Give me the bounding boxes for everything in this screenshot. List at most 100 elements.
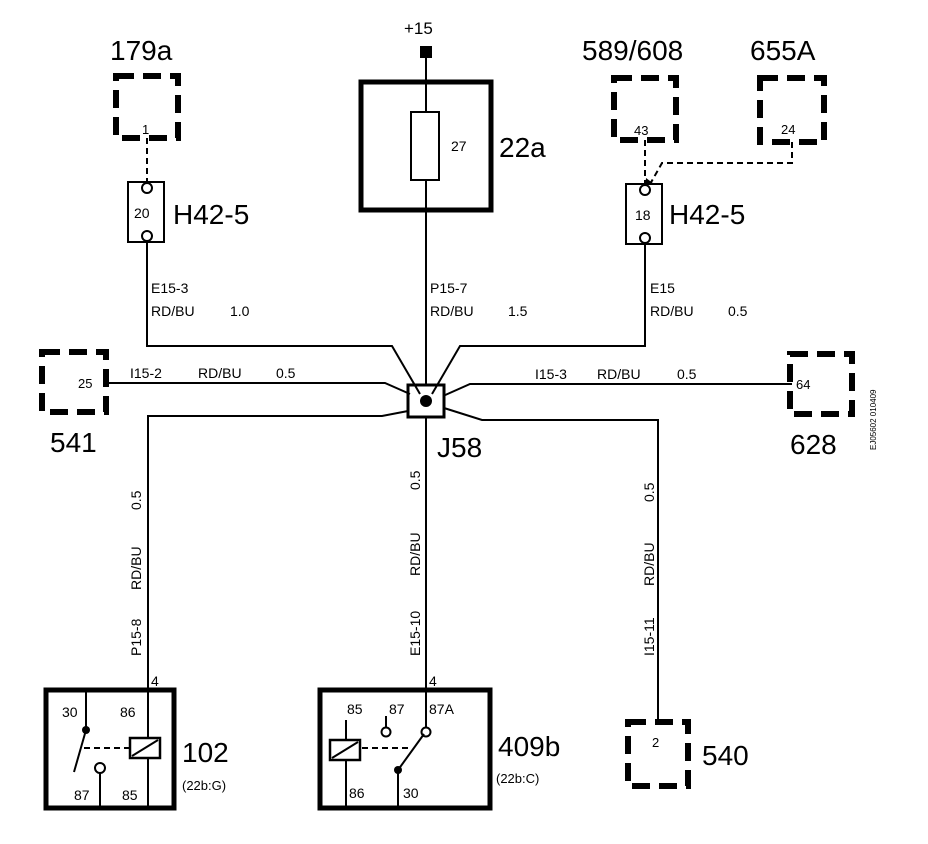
connector-179a: 179a 1 bbox=[110, 35, 181, 182]
wire-e15-3-code: E15-3 bbox=[151, 280, 189, 296]
connector-628-pin: 64 bbox=[796, 377, 810, 392]
wire-i15-11-color: RD/BU bbox=[641, 542, 657, 586]
wire-i15-2-line bbox=[104, 382, 411, 395]
wire-i15-11-line bbox=[443, 407, 659, 722]
connector-179a-box bbox=[113, 73, 181, 141]
relay-409b-name: 409b bbox=[498, 731, 560, 762]
junction-j58: J58 bbox=[406, 383, 482, 463]
relay-102-pin-87: 87 bbox=[74, 787, 90, 803]
relay-409b-switch-arm bbox=[397, 733, 425, 771]
wire-i15-2-color: RD/BU bbox=[198, 365, 242, 381]
fuse-name: 22a bbox=[499, 132, 546, 163]
relay-102-location: (22b:G) bbox=[182, 778, 226, 793]
connector-540-name: 540 bbox=[702, 740, 749, 771]
connector-h42-5-left-pin-bottom bbox=[141, 230, 153, 242]
connector-628: 64 628 bbox=[787, 351, 855, 460]
connector-541: 25 541 bbox=[39, 349, 109, 458]
relay-102: 4 30 86 87 85 102 (22b:G) bbox=[43, 673, 229, 811]
supply-terminal-marker bbox=[420, 46, 432, 58]
wire-p15-8-color: RD/BU bbox=[128, 546, 144, 590]
wire-p15-8: P15-8 RD/BU 0.5 bbox=[128, 410, 409, 690]
relay-409b-pin-87a: 87A bbox=[429, 701, 455, 717]
connector-540-box bbox=[625, 719, 691, 789]
wire-p15-7: P15-7 RD/BU 1.5 bbox=[425, 210, 528, 385]
wire-i15-2: I15-2 RD/BU 0.5 bbox=[104, 365, 411, 395]
junction-j58-name: J58 bbox=[437, 432, 482, 463]
connector-655a-box bbox=[757, 75, 827, 145]
wire-i15-3-size: 0.5 bbox=[677, 366, 697, 382]
wire-e15-3-line bbox=[146, 242, 421, 395]
relay-409b-wire-pin: 4 bbox=[429, 673, 437, 689]
connector-h42-5-left-pin-top bbox=[141, 182, 153, 194]
relay-102-box bbox=[43, 687, 177, 811]
connector-628-name: 628 bbox=[790, 429, 837, 460]
connector-541-box bbox=[39, 349, 109, 415]
wire-i15-3-code: I15-3 bbox=[535, 366, 567, 382]
fuse-22a: 27 22a bbox=[358, 79, 546, 213]
connector-589-608-name: 589/608 bbox=[582, 35, 683, 66]
fuse-number: 27 bbox=[451, 138, 467, 154]
wire-e15-color: RD/BU bbox=[650, 303, 694, 319]
connector-655a: 655A 24 bbox=[645, 35, 827, 190]
wire-e15-10-color: RD/BU bbox=[407, 532, 423, 576]
supply-label: +15 bbox=[404, 19, 433, 38]
connector-541-name: 541 bbox=[50, 427, 97, 458]
connector-628-box bbox=[787, 351, 855, 417]
wire-e15-3-color: RD/BU bbox=[151, 303, 195, 319]
connector-540: 2 540 bbox=[625, 719, 749, 789]
wire-i15-3: I15-3 RD/BU 0.5 bbox=[442, 366, 792, 397]
wire-p15-8-code: P15-8 bbox=[128, 618, 144, 656]
relay-102-wire-pin: 4 bbox=[151, 673, 159, 689]
wire-e15-10: E15-10 RD/BU 0.5 bbox=[407, 417, 427, 690]
relay-409b-box bbox=[317, 687, 493, 811]
connector-179a-pin: 1 bbox=[142, 122, 149, 137]
wire-i15-3-color: RD/BU bbox=[597, 366, 641, 382]
wire-i15-11: I15-11 RD/BU 0.5 bbox=[443, 407, 659, 722]
wire-p15-7-code: P15-7 bbox=[430, 280, 468, 296]
relay-409b-pin-30: 30 bbox=[403, 785, 419, 801]
relay-409b: 4 85 87 87A 86 30 409b (22b:C) bbox=[317, 673, 560, 811]
wire-i15-3-line bbox=[442, 383, 792, 397]
wire-i15-11-code: I15-11 bbox=[641, 617, 657, 656]
wire-e15-10-size: 0.5 bbox=[407, 470, 423, 490]
connector-541-pin: 25 bbox=[78, 376, 92, 391]
wire-i15-2-size: 0.5 bbox=[276, 365, 296, 381]
connector-655a-lead bbox=[648, 142, 793, 187]
relay-102-name: 102 bbox=[182, 737, 229, 768]
connector-179a-name: 179a bbox=[110, 35, 173, 66]
connector-h42-5-right-pin: 18 bbox=[635, 207, 651, 223]
fuse-element bbox=[410, 111, 440, 181]
wire-e15-line bbox=[431, 244, 646, 395]
wire-e15-size: 0.5 bbox=[728, 303, 748, 319]
connector-655a-pin: 24 bbox=[781, 122, 795, 137]
relay-409b-coil-stroke bbox=[331, 741, 359, 759]
connector-540-pin: 2 bbox=[652, 735, 659, 750]
connector-h42-5-left: 20 H42-5 bbox=[127, 181, 249, 243]
wire-e15: E15 RD/BU 0.5 bbox=[431, 244, 748, 395]
wire-e15-3-size: 1.0 bbox=[230, 303, 250, 319]
relay-409b-pin-85: 85 bbox=[347, 701, 363, 717]
connector-589-608: 589/608 43 bbox=[582, 35, 683, 184]
relay-102-pin-86: 86 bbox=[120, 704, 136, 720]
wire-e15-code: E15 bbox=[650, 280, 675, 296]
wire-e15-3: E15-3 RD/BU 1.0 bbox=[146, 242, 421, 395]
wire-p15-8-line bbox=[147, 410, 409, 690]
relay-102-coil-stroke bbox=[131, 739, 159, 757]
wire-i15-11-size: 0.5 bbox=[641, 482, 657, 502]
connector-589-608-pin: 43 bbox=[634, 123, 648, 138]
relay-102-pin-85: 85 bbox=[122, 787, 138, 803]
connector-h42-5-left-pin: 20 bbox=[134, 205, 150, 221]
connector-h42-5-right-pin-bottom bbox=[639, 232, 651, 244]
wire-i15-2-code: I15-2 bbox=[130, 365, 162, 381]
connector-h42-5-right-pin-top bbox=[639, 184, 651, 196]
wire-p15-7-size: 1.5 bbox=[508, 303, 528, 319]
wire-p15-7-color: RD/BU bbox=[430, 303, 474, 319]
relay-102-switch-arm bbox=[73, 729, 87, 773]
connector-h42-5-left-name: H42-5 bbox=[173, 199, 249, 230]
relay-409b-pin-87: 87 bbox=[389, 701, 405, 717]
relay-102-pin-30: 30 bbox=[62, 704, 78, 720]
connector-589-608-box bbox=[611, 75, 679, 143]
relay-409b-pin-86: 86 bbox=[349, 785, 365, 801]
connector-h42-5-right: 18 H42-5 bbox=[625, 183, 745, 245]
